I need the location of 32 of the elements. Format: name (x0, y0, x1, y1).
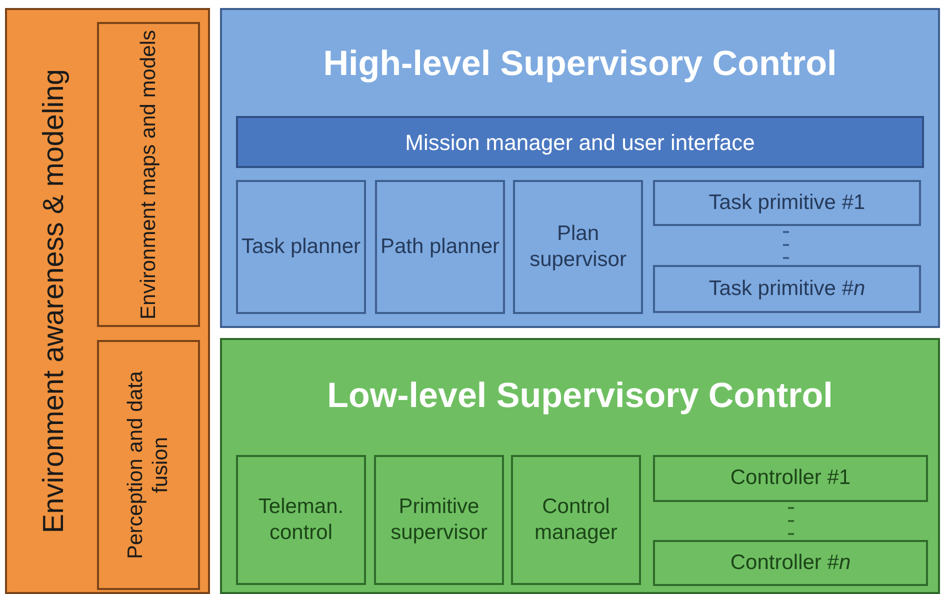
module-label: Control manager (534, 494, 618, 546)
module-box (511, 455, 641, 585)
module-label: Task primitive #n (708, 276, 866, 302)
module-box (375, 180, 505, 314)
module-label: Controller #n (730, 550, 851, 576)
module-label: Controller #1 (730, 465, 851, 492)
module-box (653, 180, 921, 226)
module-box (653, 455, 928, 502)
panel-heading: Environment awareness & modeling (37, 68, 72, 534)
module-label: Primitive supervisor (390, 494, 488, 546)
panel-heading: High-level Supervisory Control (323, 44, 837, 83)
module-box (653, 540, 928, 586)
module-label: Task planner (241, 234, 361, 260)
bar-label: Mission manager and user interface (405, 128, 755, 157)
module-label: Plan supervisor (528, 220, 628, 273)
module-box (653, 265, 921, 313)
module-label: Perception and data fusion (123, 370, 174, 561)
module-label: Path planner (380, 234, 500, 260)
module-box (513, 180, 643, 314)
side-panel (5, 8, 210, 594)
control-panel (220, 8, 940, 328)
module-box (236, 455, 366, 585)
module-box (97, 340, 200, 590)
module-label: Environment maps and models (136, 30, 161, 320)
module-label: Task primitive #1 (708, 190, 866, 216)
interface-bar (236, 116, 924, 168)
control-panel (220, 338, 940, 594)
module-box (236, 180, 366, 314)
module-box (374, 455, 504, 585)
module-label: Teleman. control (257, 494, 345, 546)
module-box (97, 22, 200, 327)
panel-heading: Low-level Supervisory Control (327, 376, 833, 415)
